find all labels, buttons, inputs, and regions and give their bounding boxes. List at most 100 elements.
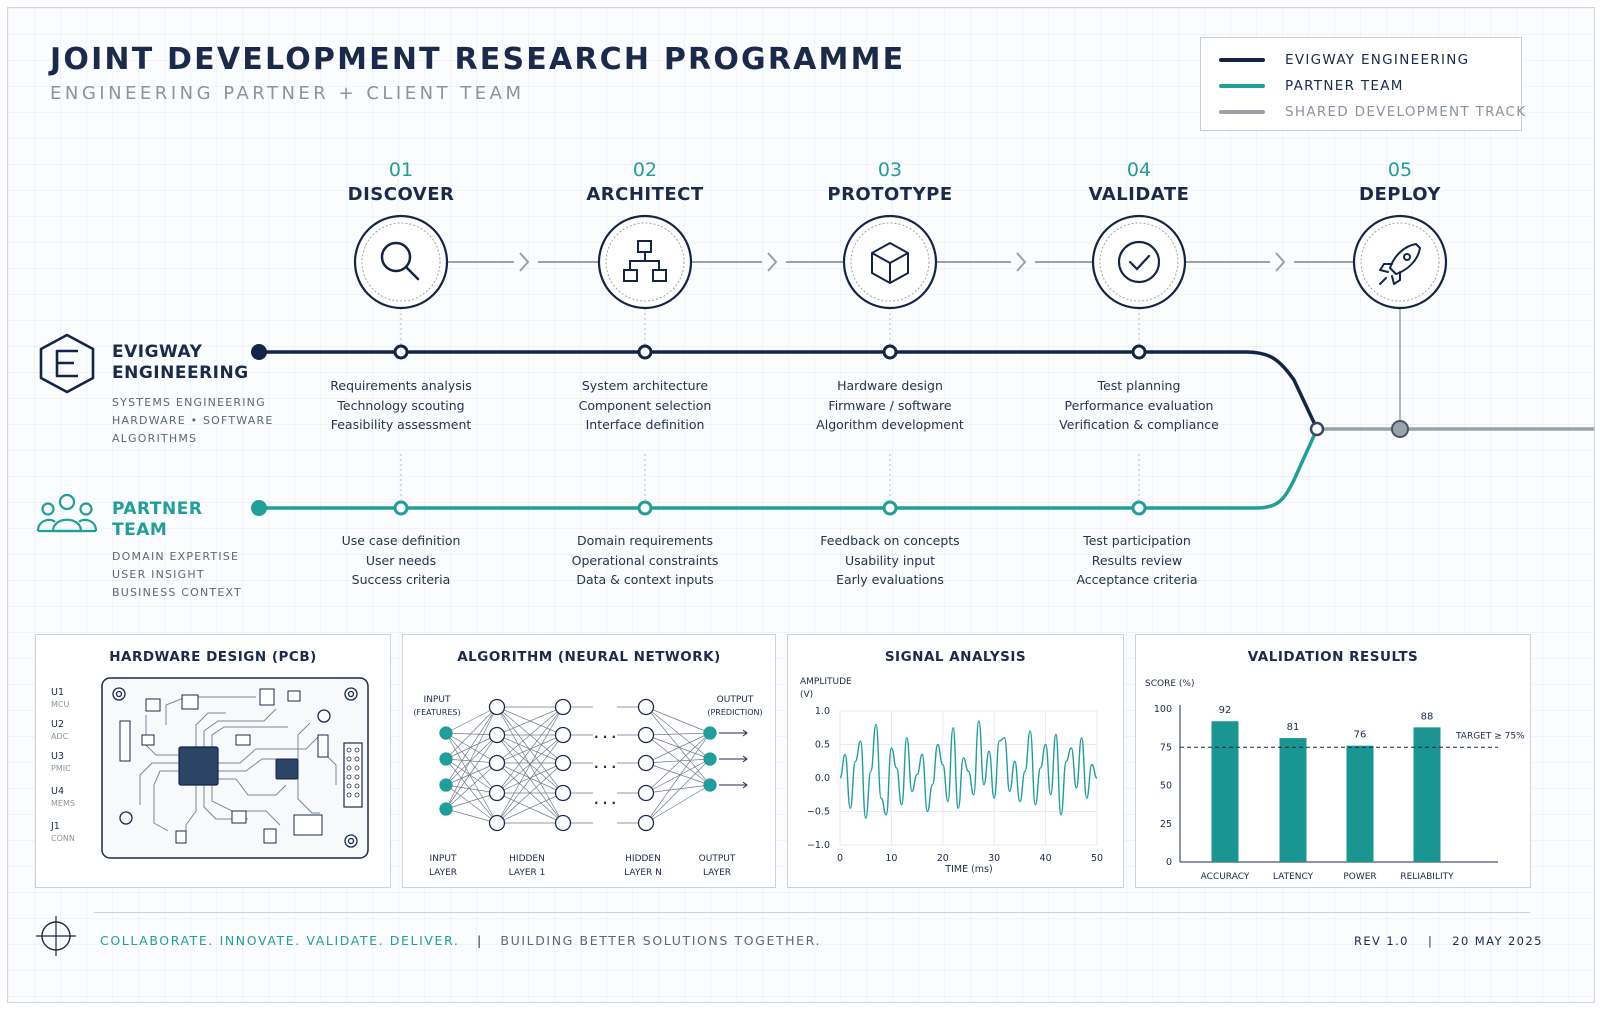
partner-lane-title: PARTNER TEAM: [112, 499, 202, 541]
nn-node: [637, 784, 655, 802]
stage-name: ARCHITECT: [586, 184, 704, 205]
engineering-milestones: [393, 344, 1147, 360]
nn-edge: [645, 784, 711, 794]
nn-edge: [445, 732, 498, 824]
process-diagram: [36, 214, 1594, 533]
pcb-component-list: U1 MCU U2 ADC U3 PMIC U4 MEMS J1 CONN: [50, 687, 75, 843]
nn-edge: [445, 732, 498, 794]
x-axis-label: TIME (ms): [944, 864, 992, 875]
partner-start-dot: [251, 500, 267, 516]
nn-edge: [445, 758, 498, 794]
mounting-holes: [112, 687, 358, 848]
engineering-lane-title: EVIGWAY ENGINEERING: [112, 342, 249, 384]
component-desc: MEMS: [51, 799, 75, 808]
nn-connections: [445, 706, 711, 824]
panel-title: HARDWARE DESIGN (PCB): [109, 649, 317, 665]
drop-lines: [400, 308, 1140, 500]
legend: EVIGWAY ENGINEERING PARTNER TEAM SHARED …: [1200, 37, 1525, 131]
chevron-right-icon: [1275, 252, 1286, 272]
stage-circle-architect: [597, 214, 693, 310]
nn-edge: [445, 792, 498, 810]
component-desc: ADC: [51, 732, 69, 741]
nn-nodes: [439, 698, 717, 832]
connector-pins: [346, 747, 360, 798]
component-ref: U1: [51, 687, 64, 698]
stage-name: DEPLOY: [1359, 184, 1441, 205]
category-label: ACCURACY: [1201, 872, 1250, 882]
y-tick-label: −1.0: [807, 840, 830, 851]
neural-network-illustration: INPUT (FEATURES) OUTPUT (PREDICTION) INP…: [413, 695, 762, 878]
nn-edge: [445, 706, 498, 760]
bar: [1413, 727, 1441, 862]
lane-sub-line: BUSINESS CONTEXT: [112, 586, 242, 599]
layer-label: LAYER: [429, 868, 457, 878]
nn-edge: [445, 762, 498, 810]
nn-edge: [445, 706, 498, 734]
engineering-task-list: Requirements analysis Technology scoutin…: [301, 376, 501, 435]
y-tick-label: 0: [1166, 857, 1172, 868]
footer-motto: BUILDING BETTER SOLUTIONS TOGETHER.: [500, 933, 822, 948]
nn-edge: [645, 758, 711, 764]
y-tick-label: 25: [1160, 819, 1172, 830]
nn-edge: [445, 732, 498, 736]
stage-number: 02: [632, 159, 658, 181]
nn-ellipsis: · · · · · · · · ·: [594, 730, 616, 810]
y-tick-label: −0.5: [807, 807, 830, 818]
nn-node: [439, 802, 453, 816]
footer-divider: [94, 912, 1530, 913]
lane-title-line: PARTNER: [112, 499, 203, 519]
footer-tagline: COLLABORATE. INNOVATE. VALIDATE. DELIVER…: [100, 933, 460, 948]
category-label: RELIABILITY: [1400, 872, 1454, 882]
partner-task-list: Feedback on concepts Usability input Ear…: [790, 531, 990, 590]
footer-tagline-group: COLLABORATE. INNOVATE. VALIDATE. DELIVER…: [100, 933, 821, 948]
legend-swatch: [1219, 84, 1265, 88]
bar: [1279, 738, 1307, 862]
category-label: LATENCY: [1273, 872, 1314, 882]
data-label: 88: [1421, 711, 1434, 722]
task-item: Test planning: [1097, 378, 1181, 393]
legend-label: EVIGWAY ENGINEERING: [1285, 52, 1470, 68]
y-axis-label: (V): [800, 690, 813, 700]
nn-output-label: OUTPUT: [717, 695, 754, 705]
task-item: Interface definition: [585, 417, 705, 432]
ellipsis: · · ·: [594, 760, 616, 774]
layer-label: LAYER: [703, 868, 731, 878]
nn-edge: [496, 762, 564, 824]
pcb-panel: HARDWARE DESIGN (PCB) U1 MCU U2 ADC U3 P…: [35, 634, 391, 888]
x-tick-label: 50: [1091, 853, 1103, 864]
pcb-board: [101, 677, 369, 859]
pcb-illustration: U1 MCU U2 ADC U3 PMIC U4 MEMS J1 CONN: [50, 677, 369, 859]
layer-label: HIDDEN: [625, 854, 661, 864]
nn-node: [637, 698, 655, 716]
nn-edge: [496, 706, 564, 794]
engineering-task-list: Hardware design Firmware / software Algo…: [790, 376, 990, 435]
partner-lane-subtitle: DOMAIN EXPERTISE USER INSIGHT BUSINESS C…: [112, 548, 242, 602]
nn-node: [439, 778, 453, 792]
nn-edge: [645, 734, 711, 786]
legend-item-engineering: EVIGWAY ENGINEERING: [1219, 52, 1469, 68]
nn-edge: [445, 734, 498, 760]
y-tick-label: 75: [1160, 742, 1172, 753]
nn-edge: [645, 732, 711, 794]
stage-name: DISCOVER: [347, 184, 455, 205]
x-tick-label: 10: [885, 853, 897, 864]
nn-edge: [496, 706, 564, 824]
engineering-task-list: System architecture Component selection …: [545, 376, 745, 435]
hexagon-e-logo: [39, 333, 95, 394]
legend-item-shared: SHARED DEVELOPMENT TRACK: [1219, 104, 1526, 120]
nn-edge: [445, 734, 498, 786]
layer-label: LAYER N: [624, 868, 662, 878]
series-line: [839, 720, 1098, 819]
lane-title-line: TEAM: [112, 520, 168, 540]
nn-node: [554, 814, 572, 832]
date-label: 20 MAY 2025: [1452, 934, 1543, 948]
lane-sub-line: SYSTEMS ENGINEERING: [112, 396, 266, 409]
merge-node: [1309, 421, 1325, 437]
layer-label: HIDDEN: [509, 854, 545, 864]
legend-swatch: [1219, 58, 1265, 62]
nn-edge: [645, 762, 711, 786]
hierarchy-icon: [623, 240, 667, 282]
nn-edge: [645, 706, 711, 760]
